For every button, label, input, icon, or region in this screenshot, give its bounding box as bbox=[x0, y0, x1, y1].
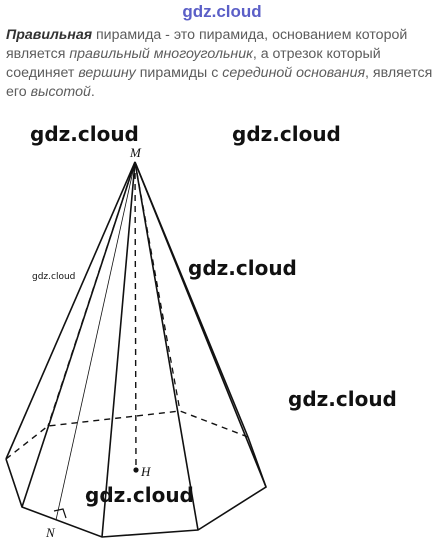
label-n: N bbox=[45, 525, 56, 540]
definition-text: Правильная пирамида - это пирамида, осно… bbox=[6, 26, 438, 102]
watermark: gdz.cloud bbox=[32, 272, 76, 282]
definition-part: . bbox=[90, 84, 95, 100]
hidden-edge-2 bbox=[134, 161, 181, 412]
watermark: gdz.cloud bbox=[232, 122, 341, 146]
watermark: gdz.cloud bbox=[288, 387, 397, 411]
definition-emph: серединой основания bbox=[222, 65, 366, 81]
definition-emph: высотой bbox=[30, 84, 91, 100]
apothem-line bbox=[55, 161, 136, 521]
watermark: gdz.cloud bbox=[85, 483, 194, 507]
definition-part: пирамида - это пирамида, основанием кото… bbox=[6, 27, 408, 62]
label-m: M bbox=[129, 145, 142, 160]
definition-part: , является его bbox=[6, 65, 433, 100]
site-title[interactable]: gdz.cloud bbox=[182, 2, 262, 21]
edge-1 bbox=[5, 161, 136, 460]
definition-emph: вершину bbox=[78, 65, 136, 81]
watermark: gdz.cloud bbox=[188, 256, 297, 280]
definition-emph: правильный многоугольник bbox=[69, 46, 253, 62]
definition-part: пирамиды с bbox=[135, 65, 223, 81]
edge-4 bbox=[134, 161, 199, 531]
hidden-base-edges bbox=[5, 410, 249, 460]
watermark: gdz.cloud bbox=[30, 122, 139, 146]
height-line bbox=[134, 161, 137, 471]
definition-term: Правильная bbox=[6, 27, 93, 43]
edge-2 bbox=[21, 161, 136, 508]
label-h: H bbox=[140, 464, 151, 479]
edge-3 bbox=[101, 161, 136, 538]
definition-part: , а отрезок который соединяет bbox=[6, 46, 381, 81]
right-angle-mark bbox=[53, 508, 67, 519]
point-h bbox=[133, 467, 139, 473]
edge-6 bbox=[134, 161, 249, 438]
